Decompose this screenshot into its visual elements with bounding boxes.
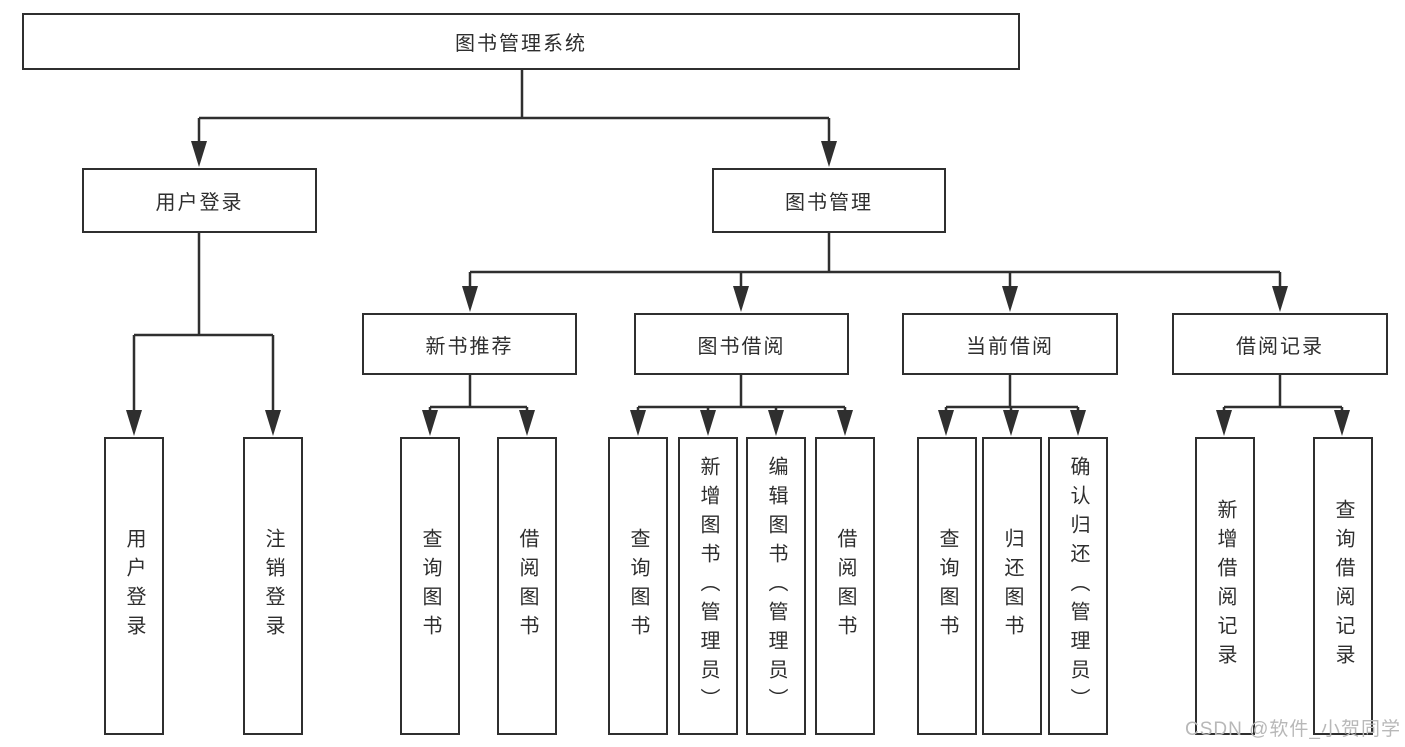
node-label: 新增借阅记录 <box>1214 499 1236 673</box>
node-user-login: 用户登录 <box>82 168 317 233</box>
node-label: 图书管理系统 <box>455 33 587 55</box>
node-leaf-add-books-admin: 新增图书（管理员） <box>678 437 738 735</box>
node-label: 归还图书 <box>1001 528 1023 644</box>
node-book-borrowing: 图书借阅 <box>634 313 849 375</box>
watermark-text: CSDN @软件_小贺同学 <box>1185 719 1401 740</box>
node-leaf-return-books: 归还图书 <box>982 437 1042 735</box>
node-label: 用户登录 <box>155 192 244 214</box>
node-leaf-add-borrow-record: 新增借阅记录 <box>1195 437 1255 735</box>
node-label: 图书管理 <box>785 192 873 214</box>
node-leaf-edit-books-admin: 编辑图书（管理员） <box>746 437 806 735</box>
node-label: 图书借阅 <box>697 335 786 358</box>
node-leaf-query-books-newbook: 查询图书 <box>400 437 460 735</box>
node-label: 新增图书（管理员） <box>697 455 719 717</box>
node-root-system: 图书管理系统 <box>22 13 1020 70</box>
node-current-borrowing: 当前借阅 <box>902 313 1118 375</box>
node-leaf-user-login: 用户登录 <box>104 437 164 735</box>
node-leaf-query-books-current: 查询图书 <box>917 437 977 735</box>
node-leaf-confirm-return-admin: 确认归还（管理员） <box>1048 437 1108 735</box>
node-label: 新书推荐 <box>425 335 514 358</box>
node-label: 用户登录 <box>123 528 145 644</box>
node-leaf-query-borrow-record: 查询借阅记录 <box>1313 437 1373 735</box>
node-label: 查询图书 <box>936 528 958 644</box>
node-label: 当前借阅 <box>966 335 1054 358</box>
arrowheads <box>126 141 1350 436</box>
node-leaf-borrow-books-newbook: 借阅图书 <box>497 437 557 735</box>
node-label: 借阅记录 <box>1236 335 1324 358</box>
node-label: 注销登录 <box>262 528 284 644</box>
node-label: 编辑图书（管理员） <box>765 455 787 717</box>
node-new-book-recommend: 新书推荐 <box>362 313 577 375</box>
node-borrowing-records: 借阅记录 <box>1172 313 1388 375</box>
node-leaf-logout: 注销登录 <box>243 437 303 735</box>
node-leaf-query-books-borrowing: 查询图书 <box>608 437 668 735</box>
node-label: 借阅图书 <box>516 528 538 644</box>
node-label: 查询图书 <box>627 528 649 644</box>
node-label: 确认归还（管理员） <box>1067 455 1089 717</box>
node-label: 查询借阅记录 <box>1332 499 1354 673</box>
node-label: 查询图书 <box>419 528 441 644</box>
node-book-management: 图书管理 <box>712 168 946 233</box>
node-label: 借阅图书 <box>834 528 856 644</box>
node-leaf-borrow-books-borrowing: 借阅图书 <box>815 437 875 735</box>
